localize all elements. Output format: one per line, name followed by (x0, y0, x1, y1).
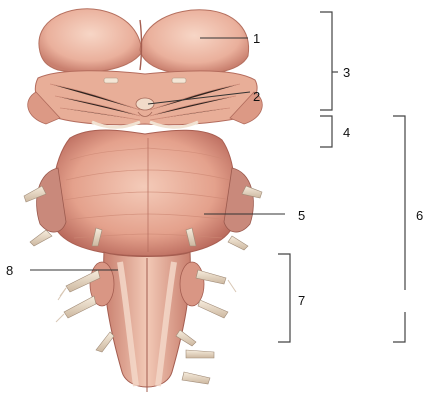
brainstem-illustration (24, 9, 262, 392)
bracket-7 (278, 254, 290, 342)
label-7: 7 (298, 293, 305, 308)
label-8: 8 (6, 263, 13, 278)
bracket-3 (320, 12, 332, 110)
bracket-4 (320, 116, 332, 147)
label-4: 4 (343, 125, 350, 140)
label-2: 2 (253, 89, 260, 104)
label-3: 3 (343, 65, 350, 80)
label-6: 6 (416, 208, 423, 223)
right-colliculus (140, 10, 249, 74)
left-colliculus (39, 9, 142, 72)
label-1: 1 (253, 31, 260, 46)
bracket-6 (393, 116, 405, 290)
label-5: 5 (298, 208, 305, 223)
